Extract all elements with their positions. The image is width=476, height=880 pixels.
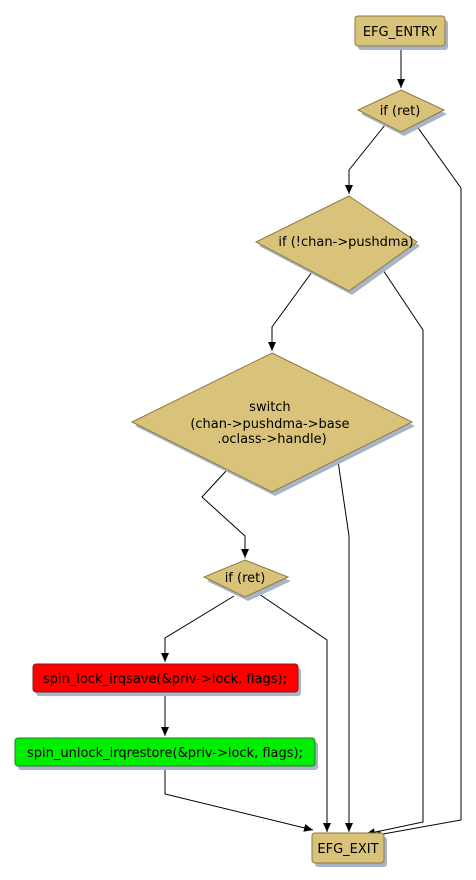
- node-spin-lock: spin_lock_irqsave(&priv->lock, flags);: [32, 663, 301, 696]
- node-spin-unlock: spin_unlock_irqrestore(&priv->lock, flag…: [14, 737, 318, 770]
- switch-diamond: [130, 352, 414, 493]
- spin-lock-label: spin_lock_irqsave(&priv->lock, flags);: [43, 672, 287, 687]
- edge-if-ret-2-to-exit: [258, 593, 331, 832]
- edge-if-pushdma-to-switch: [268, 271, 313, 351]
- if-ret-1-diamond: [356, 89, 446, 133]
- exit-box: [311, 832, 385, 864]
- entry-label: EFG_ENTRY: [363, 25, 437, 40]
- edges: [161, 46, 462, 839]
- node-if-ret-1: if (ret): [356, 89, 447, 136]
- spin-unlock-label: spin_unlock_irqrestore(&priv->lock, flag…: [27, 746, 303, 761]
- edge-if-ret-to-exit: [371, 124, 462, 839]
- edge-switch-to-if-ret-2: [201, 470, 249, 558]
- if-pushdma-diamond: [254, 195, 418, 292]
- spin-unlock-box: [14, 737, 316, 767]
- edge-if-pushdma-to-exit: [365, 269, 424, 837]
- if-pushdma-label: if (!chan->pushdma): [278, 235, 413, 250]
- edge-if-ret-2-to-spin-lock: [161, 595, 235, 662]
- exit-label: EFG_EXIT: [317, 842, 378, 857]
- switch-line-2: (chan->pushdma->base: [190, 417, 349, 432]
- if-ret-2-label: if (ret): [225, 571, 266, 586]
- entry-box: [354, 15, 446, 47]
- if-ret-1-label: if (ret): [380, 104, 421, 119]
- node-exit: EFG_EXIT: [311, 832, 387, 867]
- node-if-pushdma: if (!chan->pushdma): [254, 195, 420, 295]
- edge-if-ret-to-if-pushdma: [345, 124, 386, 194]
- if-ret-2-diamond: [202, 559, 290, 598]
- switch-line-3: .oclass->handle): [217, 432, 326, 447]
- edge-spin-unlock-to-exit: [164, 767, 314, 832]
- spin-lock-box: [32, 663, 299, 693]
- switch-label: switch (chan->pushdma->base .oclass->han…: [190, 400, 353, 447]
- node-if-ret-2: if (ret): [202, 559, 291, 601]
- node-switch: switch (chan->pushdma->base .oclass->han…: [130, 352, 415, 496]
- edge-switch-to-exit: [337, 460, 353, 832]
- node-entry: EFG_ENTRY: [354, 15, 448, 50]
- switch-line-1: switch: [249, 400, 291, 415]
